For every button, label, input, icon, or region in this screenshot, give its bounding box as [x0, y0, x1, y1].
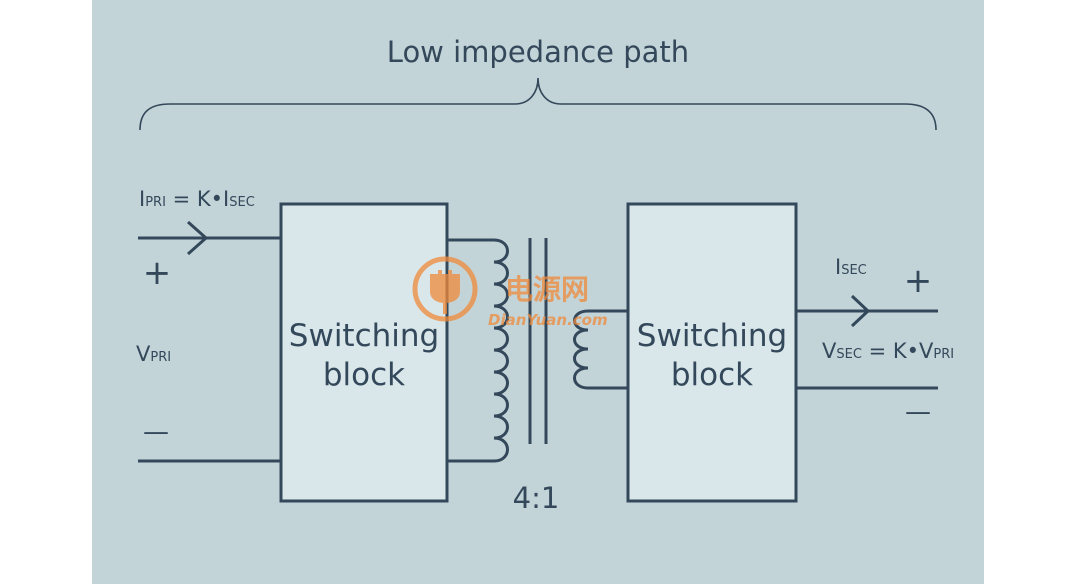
output-current-arrow [850, 294, 871, 328]
secondary-current-label: ISEC [835, 255, 867, 279]
secondary-voltage-sub2: PRI [933, 347, 954, 362]
left-block-label-line1: Switching [289, 318, 439, 354]
primary-current-sub: PRI [145, 195, 166, 210]
primary-voltage-label: VPRI [136, 342, 171, 366]
secondary-voltage-eq: = K•V [862, 339, 934, 363]
secondary-winding-coil [573, 309, 628, 390]
watermark-cn: 电源网 [505, 273, 589, 306]
brace [139, 77, 937, 131]
primary-plus-sign: + [143, 253, 172, 293]
secondary-plus-sign: + [904, 261, 933, 301]
primary-voltage-base: V [136, 342, 151, 366]
primary-winding-coil [493, 238, 509, 463]
secondary-current-base: I [835, 255, 841, 279]
secondary-minus-sign: — [905, 397, 931, 427]
right-block-label-line1: Switching [637, 318, 787, 354]
left-block-label-line2: block [323, 357, 405, 393]
secondary-voltage-base: V [822, 339, 837, 363]
secondary-voltage-label: VSEC = K•VPRI [822, 339, 954, 363]
primary-voltage-sub: PRI [150, 350, 171, 365]
title-label: Low impedance path [387, 35, 689, 69]
watermark: 电源网 DianYuan.com [412, 256, 608, 329]
right-switching-block [626, 202, 798, 503]
right-block-label-line2: block [671, 357, 753, 393]
primary-current-sub2: SEC [229, 195, 255, 210]
primary-current-eq: = K•I [166, 187, 229, 211]
turns-ratio-label: 4:1 [513, 481, 560, 515]
background-panel [92, 0, 984, 584]
primary-minus-sign: — [143, 417, 169, 447]
plug-icon [430, 270, 460, 314]
watermark-en: DianYuan.com [488, 311, 608, 329]
primary-current-base: I [139, 187, 145, 211]
input-current-arrow [187, 220, 209, 256]
watermark-logo-ring [412, 256, 478, 322]
secondary-current-sub: SEC [841, 263, 867, 278]
primary-current-label: IPRI = K•ISEC [139, 187, 255, 211]
secondary-voltage-sub: SEC [836, 347, 862, 362]
left-switching-block [279, 202, 449, 503]
